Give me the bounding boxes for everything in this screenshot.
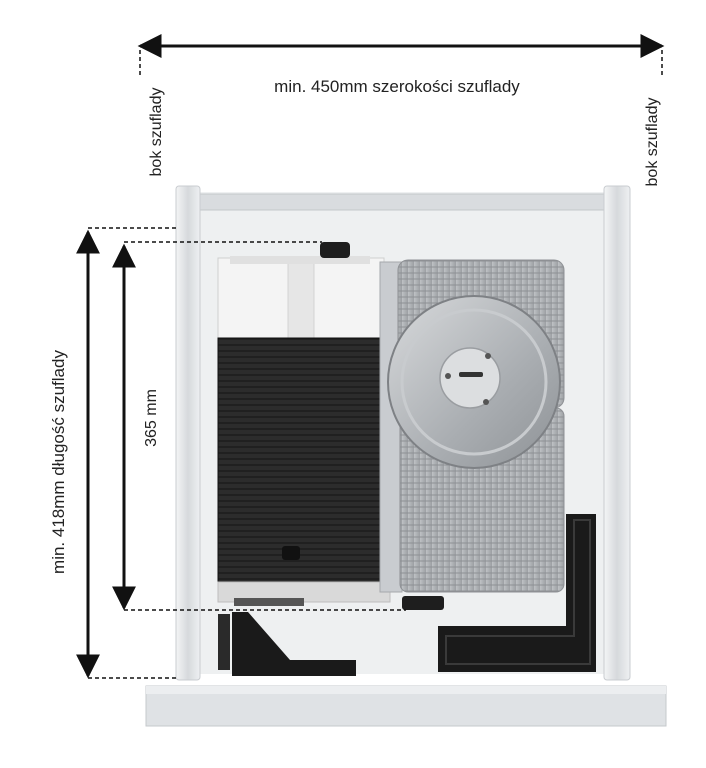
bracket-right-inner [445,519,591,665]
slicer-panel-clip [282,546,300,560]
drawer-side-left-wall [175,185,201,681]
slicer-black-panel [217,337,381,583]
dimension-lines [76,34,665,679]
drawer-width-label: min. 450mm szerokości szuflady [274,77,520,96]
drawer-front-top-edge [146,686,666,694]
slicer-blade-rim [400,308,548,456]
bracket-left [232,612,356,676]
bracket-right [438,514,596,672]
slicer-housing-bar [230,256,370,264]
mounting-brackets [218,514,596,676]
drawer-length-label: min. 418mm długość szuflady [49,350,68,574]
slicer-foot-left [234,598,304,606]
slicer-blade-screw [445,373,451,379]
slicer-knob [320,242,350,258]
drawer-side-left-label: bok szuflady [148,88,165,177]
slicer-blade-slot [459,372,483,377]
slicer-length-label: 365 mm [143,389,160,447]
slicer [217,242,565,610]
slicer-blade-hub [439,347,501,409]
drawer-back-rail [189,193,607,211]
slicer-blade-screw [485,353,491,359]
slicer-foot-right [402,596,444,610]
drawer-side-right-wall [603,185,631,681]
slicer-blade-screw [483,399,489,405]
drawer-side-right-label: bok szuflady [644,98,661,187]
slicer-housing-rail [287,261,315,341]
bracket-left-post [218,614,230,670]
